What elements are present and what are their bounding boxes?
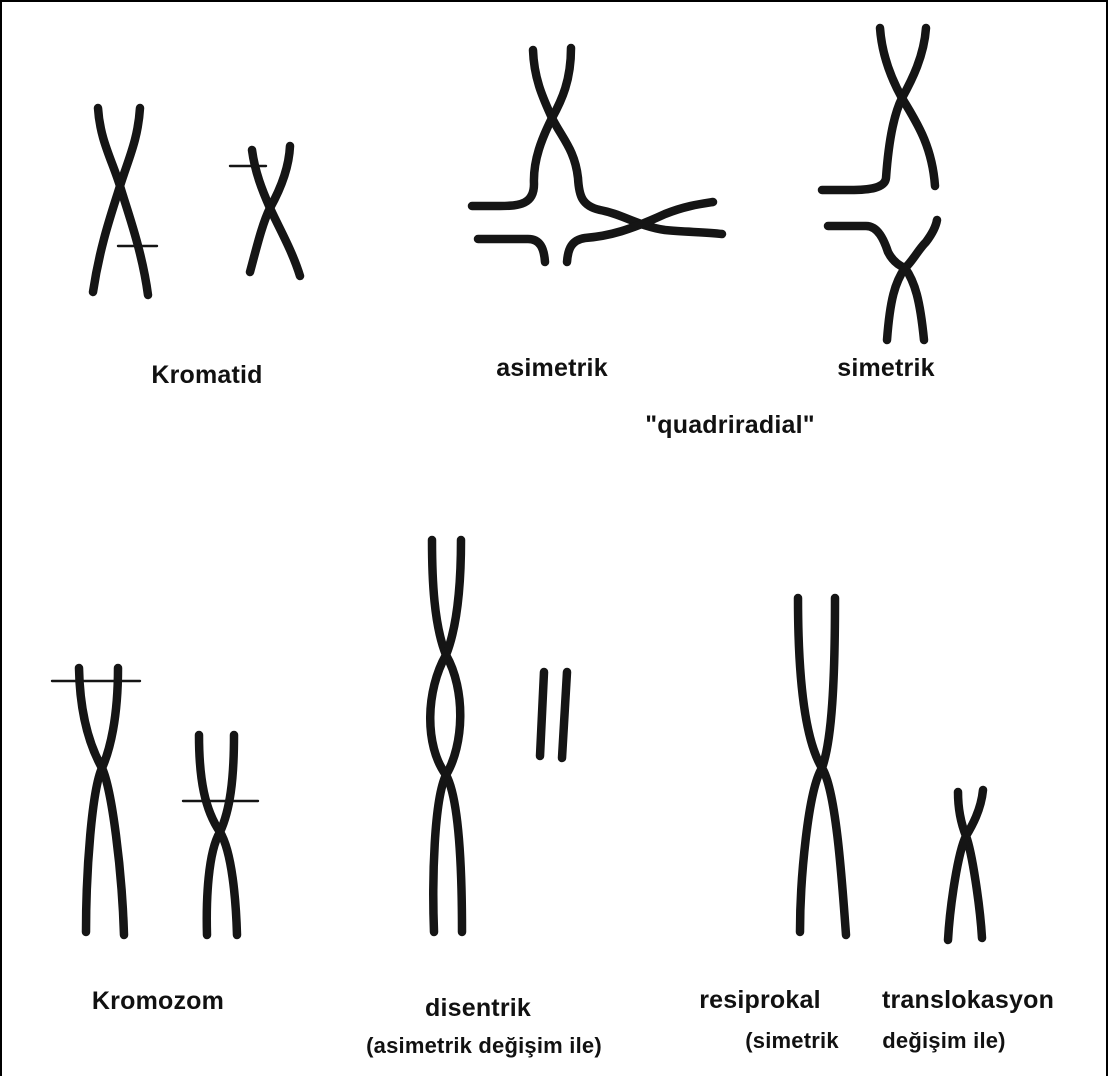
label-kromozom: Kromozom [92,987,224,1016]
disentrik-fragment [540,672,567,758]
translokasyon-chromosome [948,790,983,940]
label-resiprokal: resiprokal [699,986,821,1015]
disentrik-chromosome [430,540,462,932]
kromatid-chromosome-2 [230,146,300,276]
label-quadriradial: "quadriradial" [645,411,815,440]
asimetrik-quadriradial [472,48,722,262]
label-translokasyon: translokasyon [882,986,1054,1015]
kromozom-chromosome-2 [183,735,258,935]
label-disentrik-subtitle: (asimetrik değişim ile) [366,1033,602,1059]
label-asimetrik: asimetrik [496,354,608,383]
kromatid-chromosome-1 [93,108,157,295]
label-simetrik-subtitle: (simetrik [745,1028,839,1054]
label-kromatid: Kromatid [151,361,262,390]
simetrik-quadriradial [822,28,937,340]
label-degisim-subtitle: değişim ile) [882,1028,1005,1054]
label-disentrik: disentrik [425,994,531,1023]
resiprokal-chromosome [798,598,846,935]
kromozom-chromosome-1 [52,668,140,935]
label-simetrik: simetrik [837,354,935,383]
